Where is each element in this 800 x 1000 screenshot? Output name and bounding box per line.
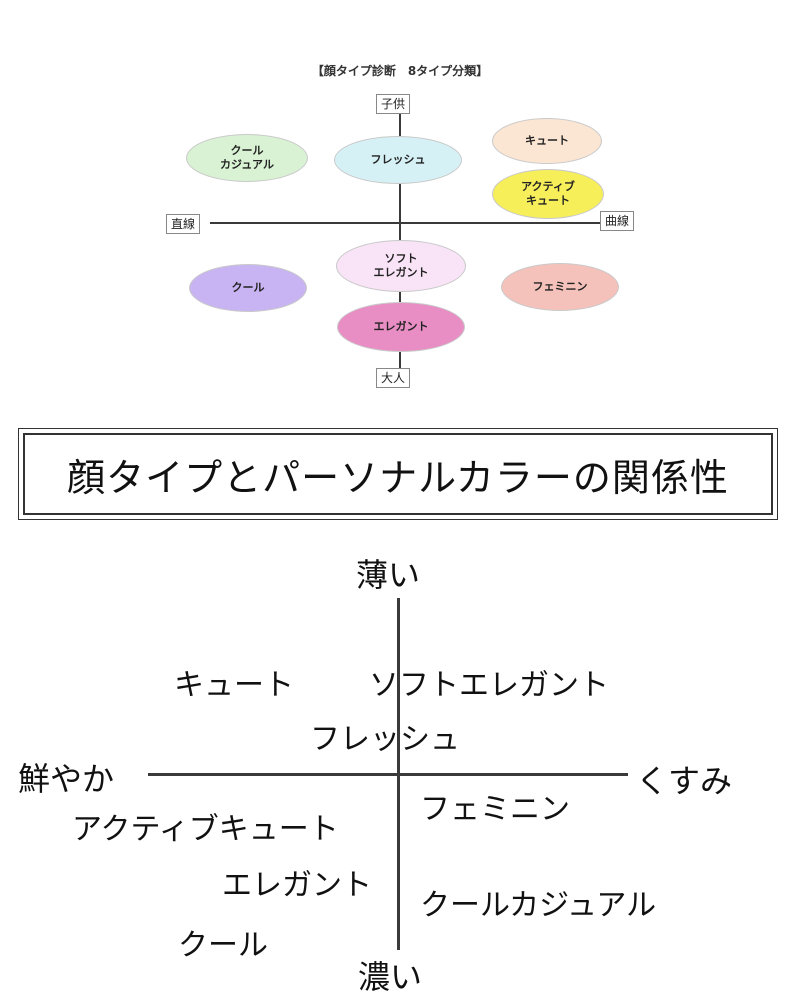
position-feminine: フェミニン: [420, 792, 570, 827]
position-elegant: エレガント: [222, 868, 372, 903]
position-cute: キュート: [174, 668, 294, 703]
type-cool: クール: [189, 264, 307, 312]
axis-label-vivid: 鮮やか: [18, 760, 115, 798]
axis-label-child: 子供: [376, 94, 411, 114]
banner-frame: [23, 433, 773, 515]
axis-label-deep: 濃い: [358, 958, 423, 996]
type-elegant: エレガント: [337, 302, 465, 352]
type-cute: キュート: [492, 118, 602, 164]
horizontal-axis-top: [210, 222, 602, 224]
type-cool-casual: クール カジュアル: [186, 134, 308, 182]
position-fresh: フレッシュ: [310, 722, 460, 757]
axis-label-curve: 曲線: [600, 211, 635, 231]
horizontal-axis-bottom: [148, 773, 628, 776]
position-soft-elegant: ソフトエレガント: [369, 668, 609, 703]
type-soft-elegant: ソフト エレガント: [336, 240, 466, 292]
position-active-cute: アクティブキュート: [72, 812, 339, 847]
axis-label-straight: 直線: [166, 214, 201, 234]
axis-label-light: 薄い: [356, 556, 421, 594]
axis-label-muted: くすみ: [636, 762, 733, 800]
type-active-cute: アクティブ キュート: [492, 169, 604, 219]
axis-label-adult: 大人: [376, 368, 411, 388]
position-cool-casual: クールカジュアル: [420, 888, 657, 923]
position-cool: クール: [178, 928, 268, 963]
section-banner: 顔タイプとパーソナルカラーの関係性: [18, 428, 778, 520]
diagram-title: 【顔タイプ診断 8タイプ分類】: [311, 64, 489, 78]
type-feminine: フェミニン: [501, 263, 619, 311]
type-fresh: フレッシュ: [334, 136, 462, 184]
banner-title: 顔タイプとパーソナルカラーの関係性: [67, 455, 729, 500]
